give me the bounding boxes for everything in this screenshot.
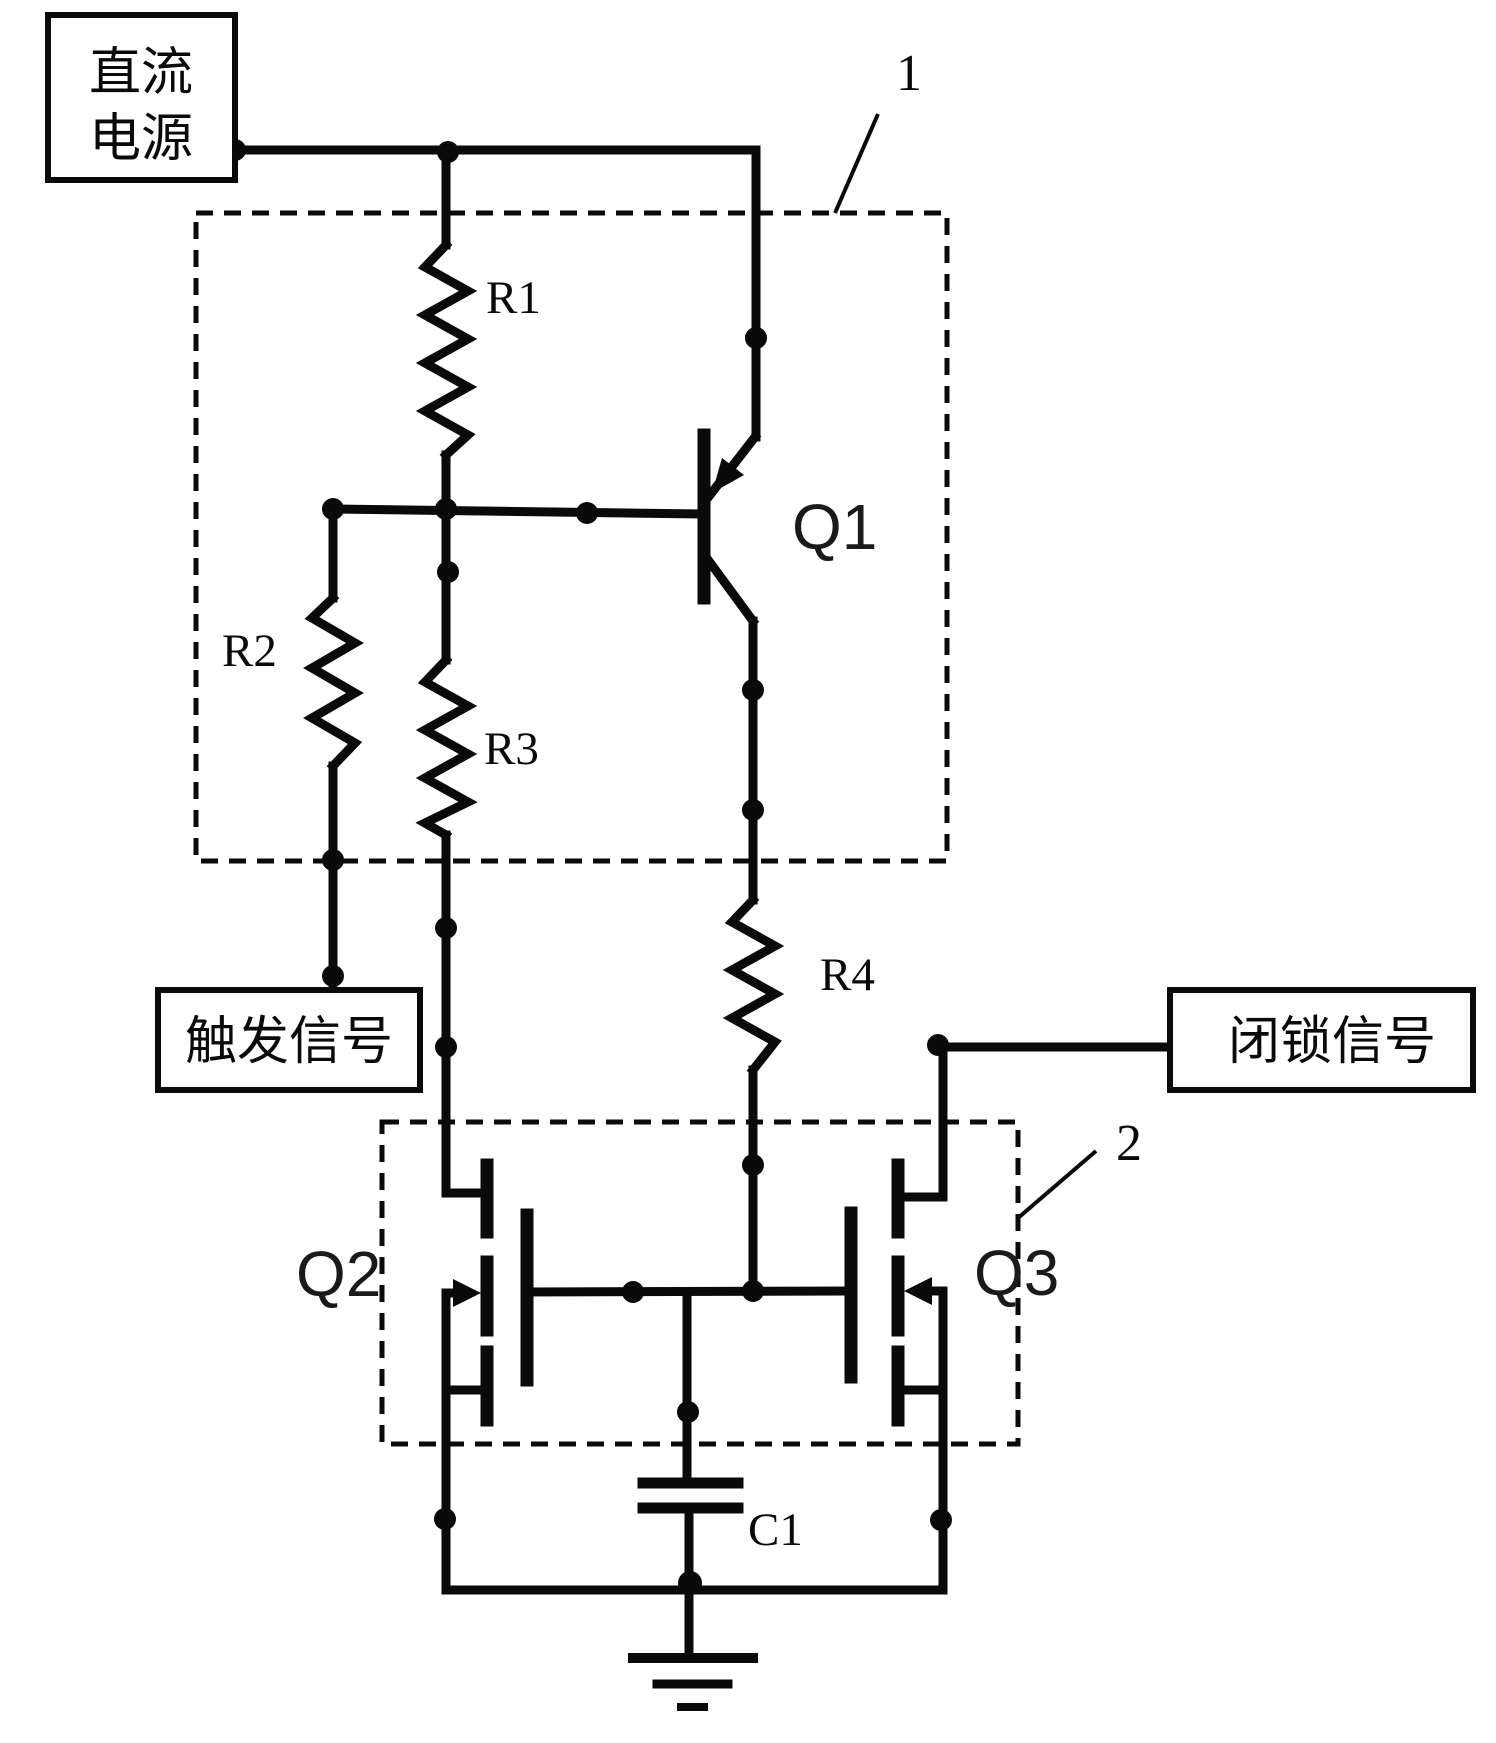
- transistor-q2: [453, 1158, 534, 1427]
- junction-dot: [678, 1571, 702, 1595]
- latch-signal-label: 闭锁信号: [1228, 1012, 1436, 1072]
- junction-dot: [927, 1034, 949, 1056]
- junction-dot: [437, 561, 459, 583]
- junction-dots: [224, 139, 1192, 1595]
- junction-dot: [930, 1509, 952, 1531]
- junction-dot: [677, 1401, 699, 1423]
- callout-1-label: 1: [896, 45, 922, 102]
- junction-dot: [322, 965, 344, 987]
- junction-dot: [322, 498, 344, 520]
- latch-signal-box: [1167, 987, 1476, 1093]
- junction-dot: [437, 141, 459, 163]
- junction-dot: [745, 327, 767, 349]
- dashed-block-2-border: [379, 1119, 1021, 1447]
- q1-emitter-arrow-icon: [712, 458, 744, 493]
- junction-dot: [435, 1036, 457, 1058]
- junction-dot: [576, 502, 598, 524]
- q2-body-arrow-icon: [453, 1279, 481, 1307]
- dc-power-label-line2: 电源: [89, 109, 193, 169]
- wires: [230, 145, 1186, 1662]
- junction-dot: [435, 498, 457, 520]
- dashed-block-1-border: [193, 210, 950, 864]
- resistor-r1: [415, 238, 478, 462]
- wire-latch-to-q3-drain: [893, 1042, 1186, 1202]
- junction-dot: [742, 679, 764, 701]
- transistor-q2-label: Q2: [296, 1238, 381, 1310]
- junction-dot: [322, 849, 344, 871]
- capacitor-c1: [637, 1477, 744, 1514]
- dc-power-label-line1: 直流: [89, 43, 193, 103]
- trigger-signal-box: [155, 987, 423, 1093]
- resistor-r4: [722, 893, 785, 1077]
- q1-collector-diagonal: [699, 550, 760, 628]
- callout-1-leader-line: [833, 113, 880, 214]
- junction-dot: [742, 799, 764, 821]
- transistor-q1-label: Q1: [792, 491, 877, 563]
- resistor-r2: [303, 591, 364, 773]
- junction-dot: [742, 1154, 764, 1176]
- resistor-r3-label: R3: [484, 723, 539, 775]
- transistor-q3-label: Q3: [974, 1237, 1059, 1309]
- callout-2-label: 2: [1116, 1115, 1142, 1172]
- junction-dot: [742, 1280, 764, 1302]
- resistor-r3: [415, 653, 478, 842]
- q3-body-arrow-icon: [904, 1277, 932, 1305]
- resistor-r1-label: R1: [486, 272, 541, 324]
- junction-dot: [434, 1508, 456, 1530]
- dc-power-box: [45, 12, 238, 183]
- capacitor-c1-label: C1: [748, 1504, 803, 1556]
- junction-dot: [622, 1281, 644, 1303]
- resistor-r4-label: R4: [820, 949, 875, 1001]
- ground-symbol-icon: [628, 1653, 758, 1711]
- wire-q1-base: [329, 504, 703, 519]
- wire-r3-to-q2-drain: [441, 830, 486, 1198]
- resistor-r2-label: R2: [222, 625, 277, 677]
- trigger-signal-label: 触发信号: [185, 1012, 393, 1072]
- callout-2-leader-line: [1016, 1149, 1098, 1220]
- junction-dot: [435, 917, 457, 939]
- transistor-q1: [697, 428, 762, 628]
- transistor-q3: [844, 1158, 932, 1427]
